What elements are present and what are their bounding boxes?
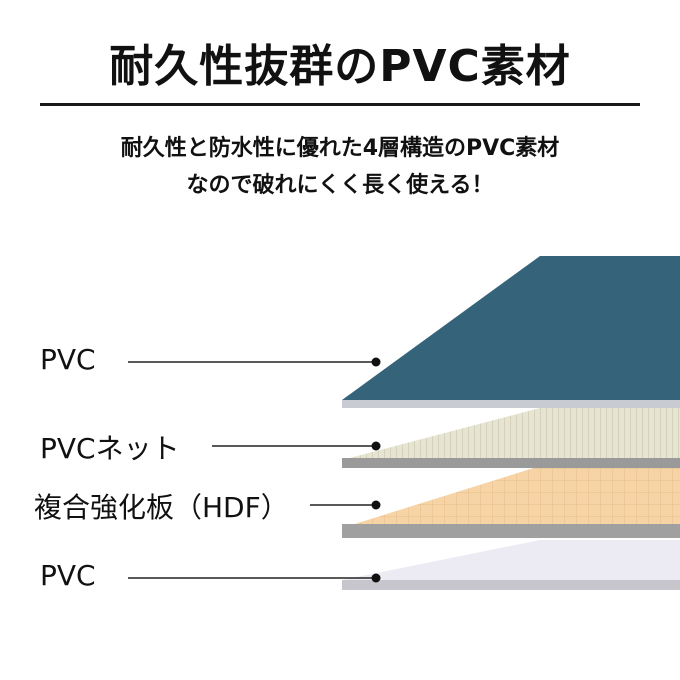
layer-pvc-net-face — [342, 408, 680, 460]
leader-dot-1 — [371, 357, 381, 367]
layer-pvc-net — [342, 408, 680, 468]
layer-pvc-bottom-edge — [342, 580, 680, 590]
layer-pvc-top-face — [342, 256, 680, 400]
leader-dot-2 — [371, 441, 381, 451]
layer-pvc-bottom-face — [342, 540, 680, 582]
layer-pvc-top — [342, 256, 680, 408]
layer-label-hdf: 複合強化板（HDF） — [34, 491, 289, 524]
subtitle-line-1: 耐久性と防水性に優れた4層構造のPVC素材 — [120, 136, 560, 161]
leader-dot-3 — [371, 500, 381, 510]
title-divider — [40, 103, 640, 106]
subtitle-line-2: なので破れにくく長く使える！ — [186, 173, 494, 198]
layer-pvc-net-edge — [342, 458, 680, 468]
leader-dot-4 — [371, 573, 381, 583]
layer-label-pvc-net: PVCネット — [40, 432, 180, 465]
layer-label-pvc-bottom: PVC — [40, 559, 96, 592]
page-title: 耐久性抜群のPVC素材 — [109, 41, 571, 92]
layer-pvc-bottom — [342, 540, 680, 590]
layer-label-pvc-top: PVC — [40, 343, 96, 376]
layer-hdf — [342, 466, 680, 538]
layer-hdf-face — [342, 466, 680, 528]
layer-hdf-edge — [342, 524, 680, 538]
layer-pvc-top-edge — [342, 400, 680, 408]
